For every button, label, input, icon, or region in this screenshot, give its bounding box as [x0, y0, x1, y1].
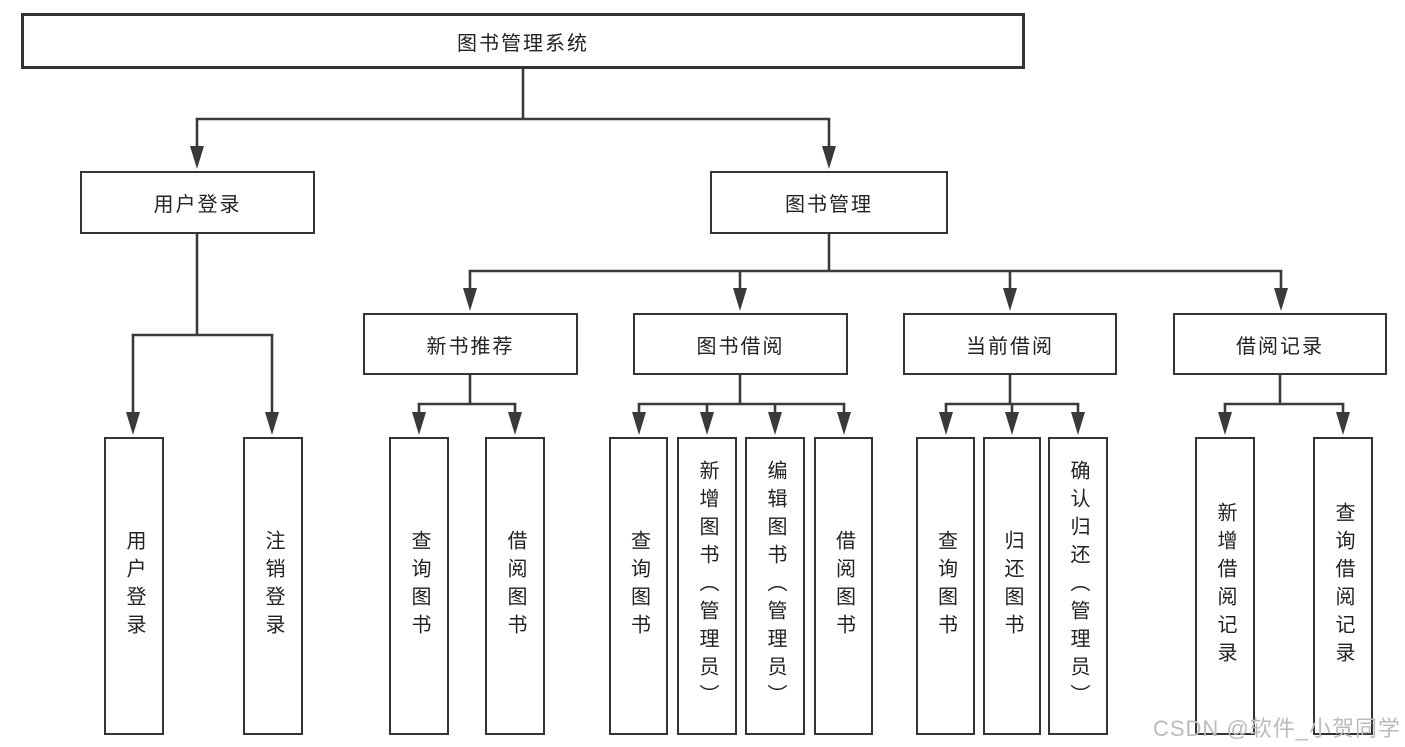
arrowhead-leaf-logout	[265, 412, 279, 435]
arrowhead-book-mgmt	[822, 146, 836, 169]
node-book-borrow: 图书借阅	[633, 313, 848, 375]
arrowhead-return-book	[1005, 412, 1019, 435]
leaf-add-borrow-record: 新增借阅记录	[1195, 437, 1255, 735]
arrowhead-book-borrow	[733, 288, 747, 311]
node-user-login: 用户登录	[80, 171, 315, 234]
arrowhead-borrow-book-a	[508, 412, 522, 435]
node-library-system: 图书管理系统	[21, 13, 1025, 69]
leaf-edit-book-admin: 编辑图书（管理员）	[745, 437, 805, 735]
arrowhead-leaf-user-login	[126, 412, 140, 435]
leaf-borrow-book-b: 借阅图书	[814, 437, 873, 735]
leaf-query-book-a: 查询图书	[389, 437, 449, 735]
arrowhead-borrow-book-b	[837, 412, 851, 435]
node-new-book-rec: 新书推荐	[363, 313, 578, 375]
arrowhead-user-login	[190, 146, 204, 169]
arrowhead-query-book-b	[632, 412, 646, 435]
leaf-borrow-book-a: 借阅图书	[485, 437, 545, 735]
arrowhead-query-book-a	[412, 412, 426, 435]
arrowhead-confirm-return	[1071, 412, 1085, 435]
arrowhead-new-book-rec	[463, 288, 477, 311]
arrowhead-add-book	[700, 412, 714, 435]
leaf-query-book-c: 查询图书	[916, 437, 975, 735]
node-borrow-records: 借阅记录	[1173, 313, 1387, 375]
arrowhead-query-book-c	[939, 412, 953, 435]
arrowhead-current-borrow	[1003, 288, 1017, 311]
arrowhead-query-record	[1336, 412, 1350, 435]
leaf-return-book: 归还图书	[983, 437, 1041, 735]
arrowhead-add-record	[1218, 412, 1232, 435]
leaf-add-book-admin: 新增图书（管理员）	[677, 437, 737, 735]
arrowhead-edit-book	[768, 412, 782, 435]
leaf-query-borrow-record: 查询借阅记录	[1313, 437, 1373, 735]
node-current-borrow: 当前借阅	[903, 313, 1117, 375]
leaf-logout: 注销登录	[243, 437, 303, 735]
arrowhead-borrow-records	[1274, 288, 1288, 311]
leaf-query-book-b: 查询图书	[609, 437, 668, 735]
leaf-user-login: 用户登录	[104, 437, 164, 735]
leaf-confirm-return-admin: 确认归还（管理员）	[1048, 437, 1108, 735]
node-book-mgmt: 图书管理	[710, 171, 948, 234]
